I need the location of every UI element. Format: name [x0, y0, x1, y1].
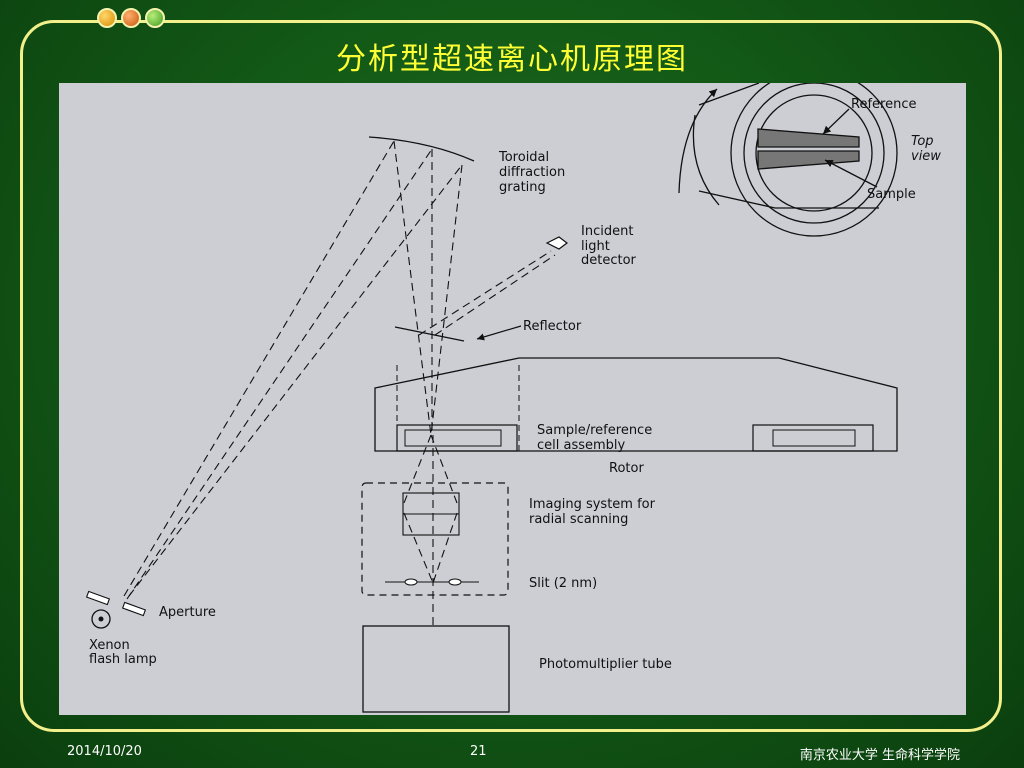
slit-jaw-left [404, 578, 418, 586]
green-dot-icon [145, 8, 165, 28]
beam-center [126, 148, 433, 600]
reflector-label: Reflector [523, 319, 582, 334]
rotor-ring-inner [755, 94, 873, 212]
beam-return-left [393, 140, 432, 436]
cell-holder-right [752, 424, 874, 452]
rotor-ring-outer [730, 83, 898, 237]
photomultiplier-box [362, 625, 510, 713]
lamp-label-line-2: flash lamp [89, 652, 157, 667]
slit-jaw-right [448, 578, 462, 586]
cell-assembly-label-line-2: cell assembly [537, 438, 626, 453]
rotation-arc [692, 114, 720, 206]
cell-assembly-label-line-1: Sample/reference [537, 423, 652, 438]
rotor-housing [374, 357, 898, 452]
footer-institution: 南京农业大学 生命科学学院 [799, 748, 960, 763]
detector-icon [545, 236, 568, 250]
reflector-plate [394, 326, 465, 342]
imaging-label-line-2: radial scanning [529, 512, 628, 527]
detector-label-line-2: light [581, 239, 610, 254]
slit-label: Slit (2 nm) [529, 576, 597, 591]
detector-beam-1 [418, 250, 552, 336]
yellow-dot-icon [97, 8, 117, 28]
beam-return-right [430, 164, 463, 436]
lamp-filament [98, 616, 104, 622]
grating-label-line-1: Toroidal [498, 150, 549, 165]
toroidal-grating [368, 136, 475, 162]
photomultiplier-label: Photomultiplier tube [539, 657, 672, 672]
xenon-lamp-icon [91, 609, 111, 629]
cell-holder-left [396, 424, 518, 452]
imaging-label-line-1: Imaging system for [529, 497, 656, 512]
cell-window-left [404, 429, 502, 447]
sample-cell [757, 150, 860, 170]
focus-beam-left [403, 512, 434, 584]
reflector-pointer [476, 325, 522, 341]
reference-cell [757, 128, 860, 148]
diagram-panel: Reference Top view Sample Toroidal diffr… [59, 83, 966, 715]
rotor-ring-middle [743, 83, 885, 224]
orange-dot-icon [121, 8, 141, 28]
rotor-label: Rotor [609, 461, 644, 476]
top-view-top-label: Top [911, 134, 934, 149]
aperture-icon [85, 590, 147, 617]
detector-beam-2 [434, 254, 556, 336]
top-view-view-label: view [911, 149, 941, 164]
detector-label-line-1: Incident [581, 224, 633, 239]
reference-pointer [822, 108, 850, 135]
slide-frame [20, 20, 1002, 732]
focus-beam-right [432, 512, 458, 584]
beam-outer-left [123, 140, 395, 597]
aperture-label: Aperture [159, 605, 216, 620]
footer-page-number: 21 [470, 744, 487, 759]
imaging-system-box [361, 482, 509, 596]
aperture-blade-left [85, 590, 111, 606]
cell-window-right [772, 429, 856, 447]
slide-title: 分析型超速离心机原理图 [336, 42, 688, 77]
grating-label-line-3: grating [499, 180, 546, 195]
decorative-dots [97, 8, 165, 28]
detector-label-line-3: detector [581, 253, 637, 268]
aperture-blade-right [121, 601, 147, 617]
lamp-label-line-1: Xenon [89, 638, 130, 653]
rotor-outline [698, 83, 879, 209]
grating-label-line-2: diffraction [499, 165, 565, 180]
top-view-sample-label: Sample [867, 187, 916, 202]
top-view-inset [678, 83, 898, 237]
top-view-reference-label: Reference [851, 97, 916, 112]
light-paths [123, 140, 556, 625]
rotation-arrow-icon [678, 88, 718, 194]
centrifuge-optics-diagram: Reference Top view Sample Toroidal diffr… [85, 83, 941, 713]
footer-date: 2014/10/20 [67, 744, 142, 759]
sample-pointer [824, 159, 878, 188]
